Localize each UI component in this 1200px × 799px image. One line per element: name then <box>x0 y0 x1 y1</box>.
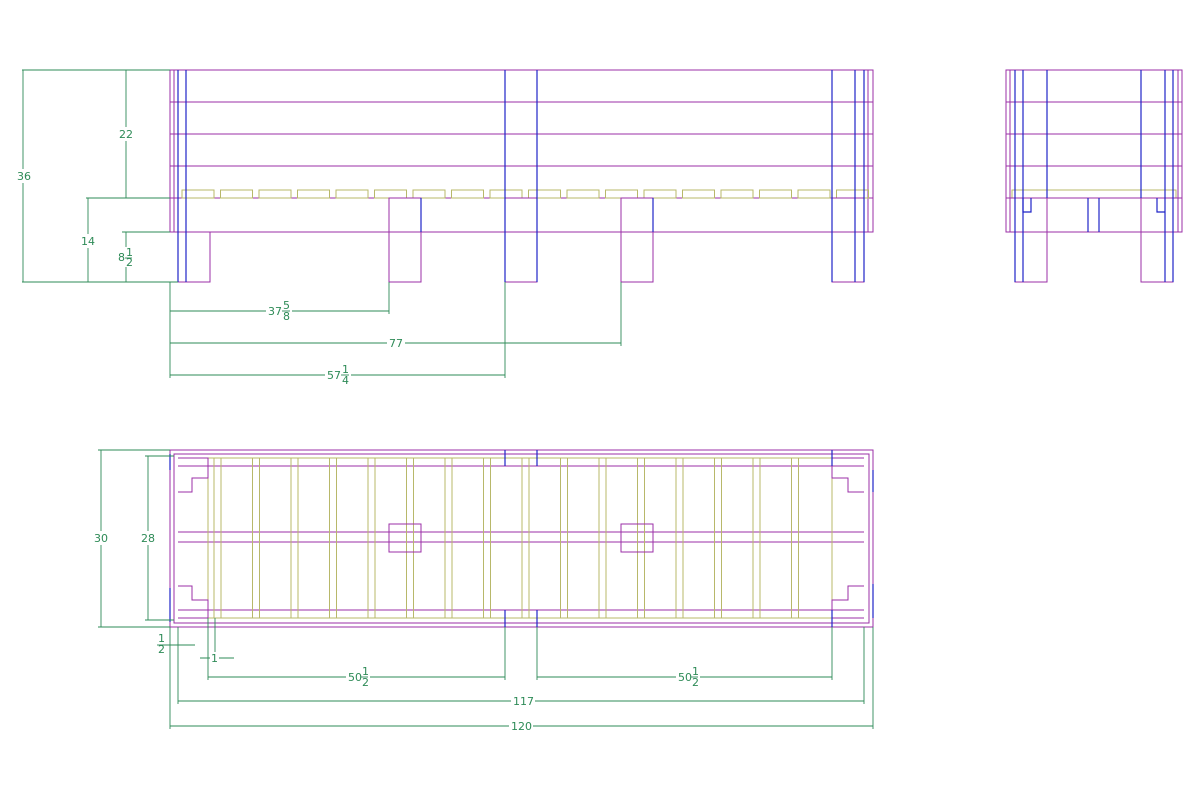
plan-corner-tr <box>831 457 864 493</box>
plan-leg-block-left <box>388 523 422 553</box>
side-elevation <box>1005 69 1183 283</box>
plan-corner-bl <box>178 585 209 619</box>
front-slat <box>566 189 600 199</box>
dim-leg-offset-2-num: 1 <box>342 363 349 376</box>
front-slat <box>605 189 638 199</box>
plan-corner-br <box>831 585 864 619</box>
label-bg <box>118 127 134 141</box>
dim-span-left-den: 2 <box>362 676 369 689</box>
front-base-beam <box>169 197 874 233</box>
front-slat <box>335 189 369 199</box>
dim-inner-length: 117 <box>513 695 534 708</box>
label-bg <box>325 366 351 386</box>
dim-overall-height: 36 <box>17 170 31 183</box>
dim-leg-offset-2-whole: 57 <box>327 369 341 382</box>
front-leg-4 <box>620 197 654 283</box>
dim-leg-offset-2: 57 1 4 <box>325 363 351 387</box>
dim-leg-offset-1: 37 5 8 <box>266 299 292 323</box>
front-slat <box>759 189 792 199</box>
dim-leg-height: 8 1 2 <box>116 246 134 269</box>
dim-edge-half-num: 1 <box>158 632 165 645</box>
dim-leg-offset-2-den: 4 <box>342 374 349 387</box>
front-slat <box>489 189 523 199</box>
label-bg <box>509 719 533 733</box>
plan-slat-frame <box>207 457 833 619</box>
dim-span-left-whole: 50 <box>348 671 362 684</box>
dim-plan-width-inner: 28 <box>141 532 155 545</box>
dim-leg-height-whole: 8 <box>118 251 125 264</box>
dim-span-right-num: 1 <box>692 665 699 678</box>
label-bg <box>140 531 156 545</box>
front-slat <box>220 189 253 199</box>
front-slat <box>643 189 677 199</box>
side-base-beam <box>1005 197 1183 233</box>
dim-base-height: 14 <box>81 235 95 248</box>
plan-view <box>169 449 874 628</box>
front-slat <box>412 189 446 199</box>
front-leg-3 <box>504 197 538 283</box>
front-slat <box>297 189 330 199</box>
label-bg <box>511 694 535 708</box>
front-slat <box>451 189 484 199</box>
side-notch-right <box>1156 198 1165 213</box>
plan-leg-block-right <box>620 523 654 553</box>
dimension-labels: 36 22 14 8 1 2 37 5 8 77 57 1 4 <box>16 127 700 733</box>
dim-wall-height: 22 <box>119 128 133 141</box>
label-bg <box>387 336 405 350</box>
dim-leg-offset-3: 77 <box>389 337 403 350</box>
front-slats <box>181 189 869 199</box>
label-bg <box>346 668 370 688</box>
dim-span-left-num: 1 <box>362 665 369 678</box>
front-slat <box>258 189 292 199</box>
front-slat <box>720 189 754 199</box>
dim-overall-length: 120 <box>511 720 532 733</box>
front-leg-2 <box>388 197 422 283</box>
dimension-lines <box>22 69 874 729</box>
plan-inner-outline <box>173 453 870 624</box>
front-elevation <box>169 69 874 283</box>
front-leg-5 <box>831 197 865 283</box>
dim-span-right-whole: 50 <box>678 671 692 684</box>
front-slat <box>181 189 215 199</box>
dim-span-left: 50 1 2 <box>346 665 370 689</box>
dim-span-right-den: 2 <box>692 676 699 689</box>
plan-post-mid <box>504 450 538 627</box>
dim-edge-half: 1 2 <box>157 632 165 656</box>
dim-leg-offset-1-whole: 37 <box>268 305 282 318</box>
dim-leg-height-den: 2 <box>126 256 133 269</box>
plan-outline <box>169 449 874 628</box>
dim-plan-width-outer: 30 <box>94 532 108 545</box>
dim-leg-offset-1-den: 8 <box>283 310 290 323</box>
label-bg <box>266 302 292 322</box>
label-bg <box>676 668 700 688</box>
front-slat <box>528 189 561 199</box>
front-leg-1 <box>177 231 211 283</box>
label-bg <box>116 247 134 267</box>
dim-leg-height-num: 1 <box>126 246 133 259</box>
label-bg <box>210 652 219 665</box>
label-bg <box>16 169 32 183</box>
dim-edge-half-den: 2 <box>158 643 165 656</box>
side-notch-left <box>1022 198 1032 213</box>
plan-corner-tl <box>178 457 209 493</box>
front-slat <box>682 189 715 199</box>
label-bg <box>93 531 109 545</box>
label-bg <box>80 234 96 248</box>
side-slat <box>1011 189 1177 199</box>
dim-edge-one: 1 <box>211 652 218 665</box>
plan-slats <box>213 458 799 618</box>
front-slat <box>797 189 831 199</box>
dim-leg-offset-1-num: 5 <box>283 299 290 312</box>
dim-span-right: 50 1 2 <box>676 665 700 689</box>
front-slat <box>374 189 407 199</box>
